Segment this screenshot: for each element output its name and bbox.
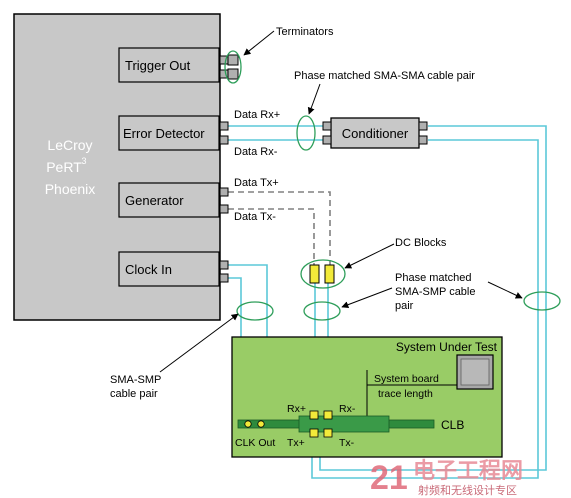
terminators bbox=[224, 50, 242, 84]
pad-tx-plus bbox=[309, 428, 319, 438]
cable-cond-out-2 bbox=[311, 139, 539, 479]
arrow-phase-sma-sma bbox=[307, 83, 321, 115]
cond-in-1 bbox=[322, 121, 332, 131]
sut-trace-label-2: trace length bbox=[378, 388, 433, 400]
sut-tx-plus: Tx+ bbox=[287, 437, 305, 449]
clb-label: CLB bbox=[441, 418, 464, 432]
dc-block-1 bbox=[309, 264, 320, 284]
ellipse-dc-blocks bbox=[300, 259, 346, 289]
module-error-detector-label: Error Detector bbox=[123, 126, 205, 141]
module-trigger-out bbox=[118, 47, 220, 83]
pad-tx-minus bbox=[323, 428, 333, 438]
clk-pad-1 bbox=[244, 420, 252, 428]
cables bbox=[228, 125, 547, 479]
ellipse-clk-pair bbox=[236, 301, 274, 321]
label-data-tx-plus: Data Tx+ bbox=[234, 177, 279, 189]
label-data-rx-plus: Data Rx+ bbox=[234, 109, 280, 121]
annotation-phase-sma-sma: Phase matched SMA-SMA cable pair bbox=[294, 70, 475, 82]
pad-rx-minus bbox=[323, 410, 333, 420]
clb-pads bbox=[244, 410, 333, 438]
ellipse-rx-pair bbox=[296, 115, 316, 151]
connector-rx-2 bbox=[219, 135, 229, 145]
arrow-dc-blocks bbox=[344, 243, 395, 269]
instrument-name-1: LeCroy bbox=[47, 137, 92, 153]
arrow-terminators bbox=[243, 30, 275, 56]
sut-rx-minus: Rx- bbox=[339, 403, 356, 415]
cond-in-2 bbox=[322, 135, 332, 145]
cond-out-2 bbox=[418, 135, 428, 145]
module-clock-in bbox=[118, 251, 220, 287]
dashed-tx-minus bbox=[228, 208, 315, 265]
annotation-phase-smp-3: pair bbox=[395, 300, 414, 312]
connector-clk-2 bbox=[219, 273, 229, 283]
clb-center bbox=[298, 415, 390, 433]
instrument-connectors bbox=[219, 55, 229, 283]
module-clock-in-label: Clock In bbox=[125, 262, 172, 277]
instrument-name-2: PeRT bbox=[46, 159, 82, 175]
label-data-rx-minus: Data Rx- bbox=[234, 146, 278, 158]
annotation-terminators: Terminators bbox=[276, 26, 334, 38]
sut-clk-out: CLK Out bbox=[235, 437, 275, 449]
dc-blocks bbox=[309, 264, 335, 284]
arrow-phase-smp-left bbox=[341, 287, 393, 309]
arrow-phase-smp-right bbox=[487, 281, 523, 299]
sut-title: System Under Test bbox=[396, 340, 498, 354]
watermark-cn-top: 电子工程网 bbox=[413, 458, 523, 483]
annotation-sma-smp-1: SMA-SMP bbox=[110, 374, 161, 386]
terminator-1 bbox=[227, 54, 239, 66]
ellipse-cond-pair bbox=[523, 291, 561, 311]
module-trigger-out-label: Trigger Out bbox=[125, 58, 191, 73]
annotation-dc-blocks: DC Blocks bbox=[395, 237, 447, 249]
dashed-tx-plus bbox=[228, 191, 331, 265]
cable-cond-out-1 bbox=[319, 125, 547, 471]
module-generator bbox=[118, 182, 220, 218]
terminators-ellipse bbox=[224, 50, 242, 84]
annotation-phase-smp-1: Phase matched bbox=[395, 272, 471, 284]
module-generator-label: Generator bbox=[125, 193, 184, 208]
watermark-logo: 21 电子工程网 射频和无线设计专区 bbox=[370, 458, 523, 497]
ellipse-tx-pair bbox=[303, 301, 341, 321]
connector-tx-2 bbox=[219, 204, 229, 214]
instrument-name-sup: 3 bbox=[81, 156, 86, 166]
module-error-detector bbox=[118, 115, 220, 151]
pad-rx-plus bbox=[309, 410, 319, 420]
watermark-number: 21 bbox=[370, 459, 408, 497]
cable-pair-markers bbox=[236, 115, 561, 321]
sut-tx-minus: Tx- bbox=[339, 437, 355, 449]
connector-tx-1 bbox=[219, 187, 229, 197]
conditioner-box bbox=[330, 117, 420, 149]
cond-out-1 bbox=[418, 121, 428, 131]
sut-trace-label-1: System board bbox=[374, 373, 439, 385]
label-data-tx-minus: Data Tx- bbox=[234, 211, 276, 223]
annotation-sma-smp-2: cable pair bbox=[110, 388, 158, 400]
terminator-2 bbox=[227, 68, 239, 80]
arrow-sma-smp bbox=[159, 313, 239, 373]
clk-pad-2 bbox=[257, 420, 265, 428]
sut-chip-inner bbox=[460, 358, 490, 386]
dc-block-2 bbox=[324, 264, 335, 284]
watermark-cn-bottom: 射频和无线设计专区 bbox=[418, 483, 517, 497]
conditioner-label: Conditioner bbox=[342, 126, 409, 141]
instrument-name-3: Phoenix bbox=[45, 181, 96, 197]
sut-rx-plus: Rx+ bbox=[287, 403, 306, 415]
tx-dashed bbox=[228, 191, 331, 265]
connector-clk-1 bbox=[219, 260, 229, 270]
connector-rx-1 bbox=[219, 121, 229, 131]
annotation-phase-smp-2: SMA-SMP cable bbox=[395, 286, 476, 298]
conditioner-connectors bbox=[322, 121, 428, 145]
